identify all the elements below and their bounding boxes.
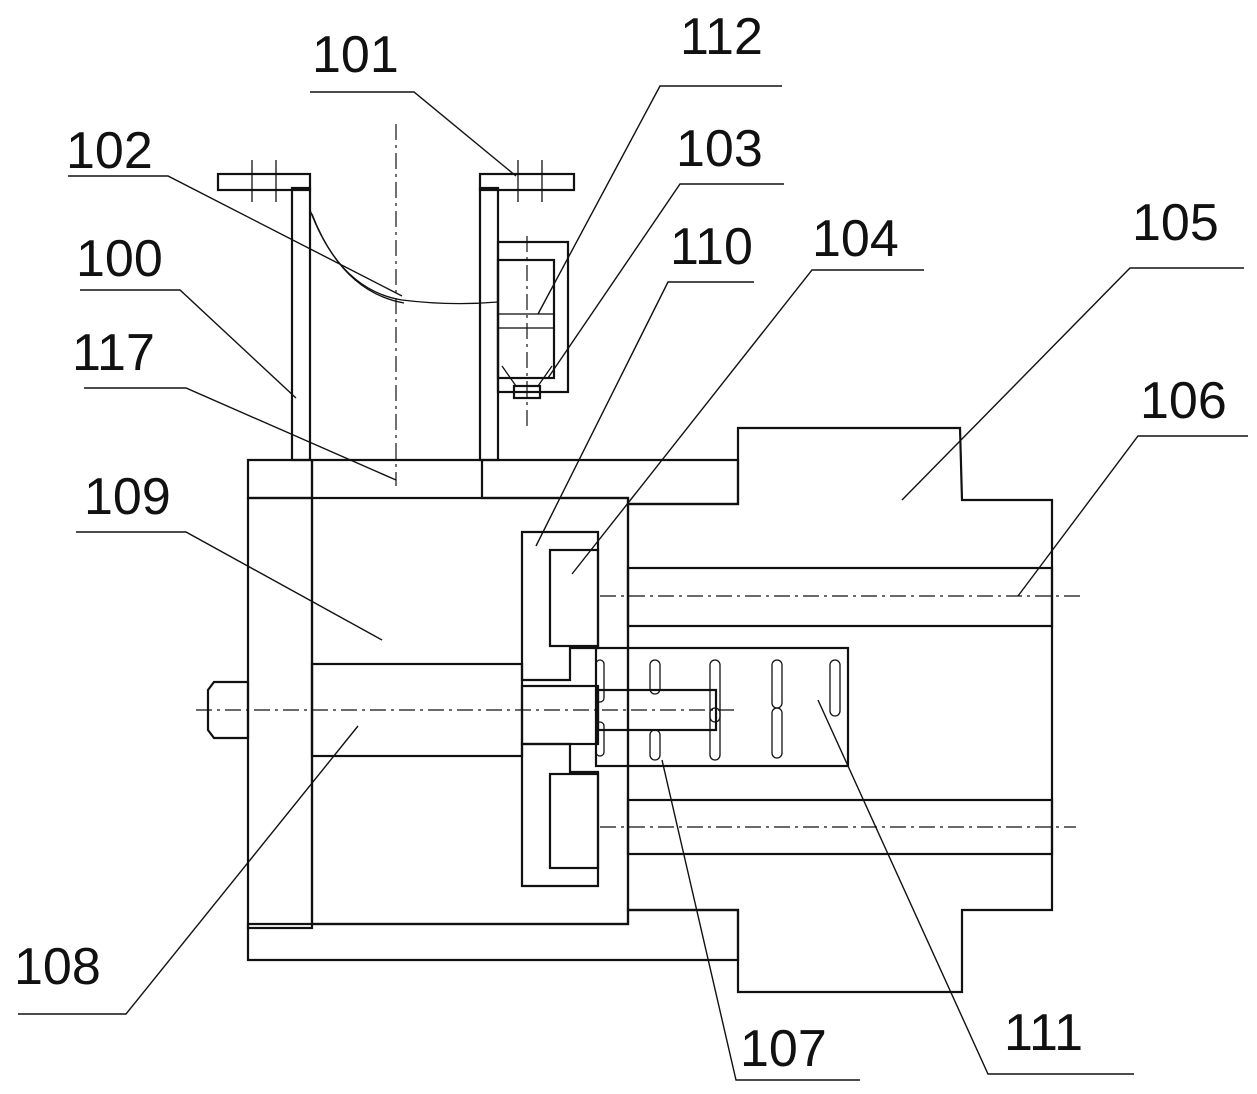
- cartridge-housing: [496, 240, 570, 394]
- label-106: 106: [1140, 372, 1227, 430]
- label-104: 104: [812, 210, 899, 268]
- flange-left: [216, 172, 312, 192]
- label-107: 107: [740, 1020, 827, 1078]
- housing-left-wall: [246, 496, 314, 930]
- lower-bore: [626, 798, 1054, 856]
- label-109: 109: [84, 468, 171, 526]
- housing-bottom-wall: [246, 908, 740, 962]
- magnet-lower: [548, 772, 600, 870]
- inlet-pipe: [216, 160, 576, 498]
- inlet-pipe-left-wall: [290, 186, 312, 462]
- label-117: 117: [72, 324, 155, 382]
- label-111: 111: [1004, 1004, 1083, 1062]
- label-103: 103: [676, 120, 763, 178]
- sensor-cartridge: [496, 236, 570, 428]
- shaft-stub: [206, 680, 250, 740]
- spring: [595, 659, 841, 761]
- hub: [520, 684, 600, 746]
- magnet-upper: [548, 548, 600, 648]
- reference-labels: 101 112 102 103 110 104 105 100 117 106 …: [14, 8, 1227, 1078]
- inlet-pipe-right-wall: [478, 186, 500, 462]
- flange-right: [478, 172, 576, 192]
- shaft: [196, 662, 734, 758]
- center-lines: [395, 124, 1080, 828]
- impeller-disk-lower: [520, 742, 600, 888]
- label-101: 101: [312, 26, 399, 84]
- label-112: 112: [680, 8, 763, 66]
- spring-chamber: [594, 646, 850, 768]
- label-110: 110: [670, 218, 753, 276]
- flexible-probe: [309, 209, 499, 305]
- impeller-assembly: [520, 530, 600, 888]
- label-105: 105: [1132, 194, 1219, 252]
- cartridge-cavity: [496, 258, 556, 380]
- housing-cavity: [310, 496, 630, 926]
- label-102: 102: [66, 122, 153, 180]
- filter-mesh: [497, 313, 555, 329]
- upper-bore: [626, 566, 1054, 628]
- label-108: 108: [14, 938, 101, 996]
- leader-lines: [18, 85, 1248, 1081]
- impeller-disk-upper: [520, 530, 600, 682]
- label-100: 100: [76, 230, 163, 288]
